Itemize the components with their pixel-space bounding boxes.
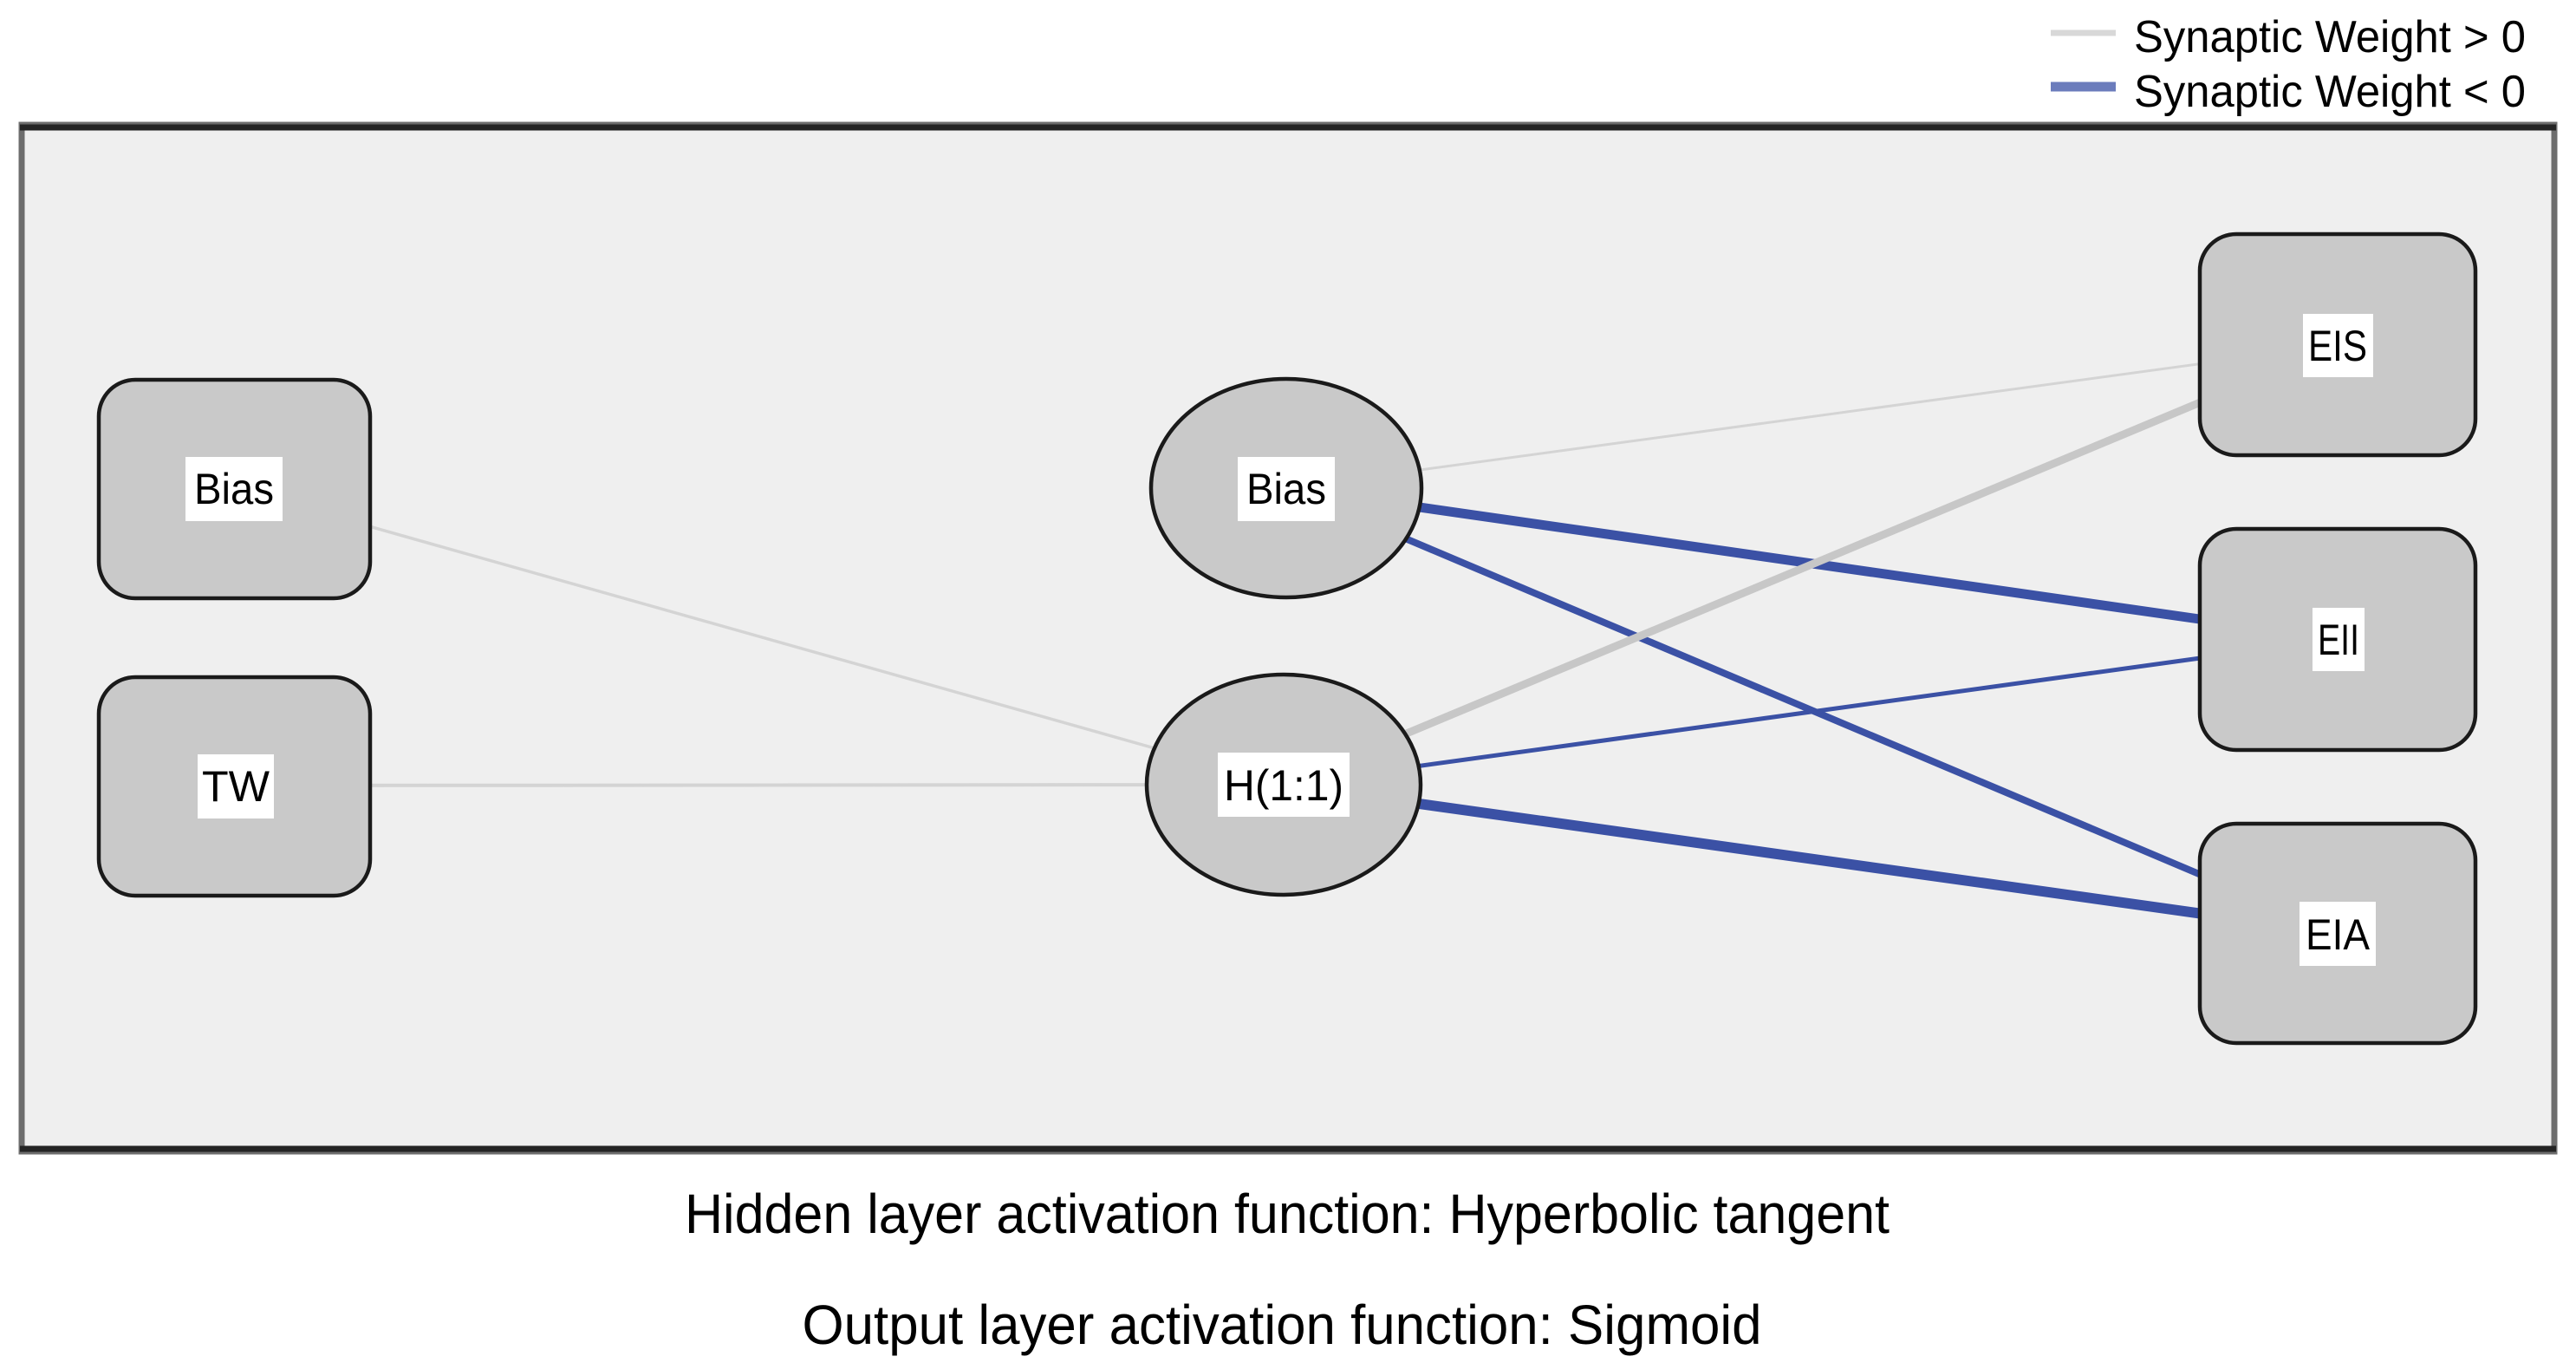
output-eii-label: EII [2318, 616, 2359, 664]
output-layer-activation-caption: Output layer activation function: Sigmoi… [803, 1294, 1762, 1356]
output-eia-label-bg [2300, 902, 2376, 966]
output-eii-label-bg [2313, 608, 2365, 671]
node-labels: Bias TW Bias H(1:1) EIS EII EIA [185, 314, 2376, 966]
legend-negative-weight-label: Synaptic Weight < 0 [2134, 67, 2526, 117]
connection-h11-to-eia [1283, 779, 2339, 938]
connection-input-bias-to-h11 [233, 486, 1285, 786]
connections [233, 341, 2340, 938]
diagram-frame [18, 121, 2558, 1155]
captions: Hidden layer activation function: Hyperb… [685, 1183, 1890, 1356]
input-bias-label-bg [185, 457, 283, 521]
output-eis-label: EIS [2308, 322, 2367, 370]
input-bias-label: Bias [194, 465, 274, 513]
hidden-h11-label-bg [1218, 753, 1350, 817]
output-eia-label: EIA [2306, 910, 2371, 959]
connection-tw-to-h11 [233, 783, 1285, 787]
connection-h11-to-eii [1283, 636, 2339, 787]
connection-hidden-bias-to-eis [1285, 343, 2339, 490]
output-eis-label-bg [2303, 314, 2373, 377]
legend: Synaptic Weight > 0 Synaptic Weight < 0 [2051, 12, 2526, 117]
hidden-bias-label: Bias [1246, 465, 1326, 513]
connection-h11-to-eis [1282, 341, 2339, 789]
input-tw-label-bg [198, 754, 274, 818]
hidden-bias-label-bg [1238, 457, 1335, 521]
hidden-h11-label: H(1:1) [1224, 761, 1343, 810]
input-tw-label: TW [202, 762, 270, 811]
hidden-layer-activation-caption: Hidden layer activation function: Hyperb… [685, 1183, 1890, 1245]
legend-positive-weight-label: Synaptic Weight > 0 [2134, 12, 2526, 62]
diagram-frame-rect [18, 121, 2558, 1155]
